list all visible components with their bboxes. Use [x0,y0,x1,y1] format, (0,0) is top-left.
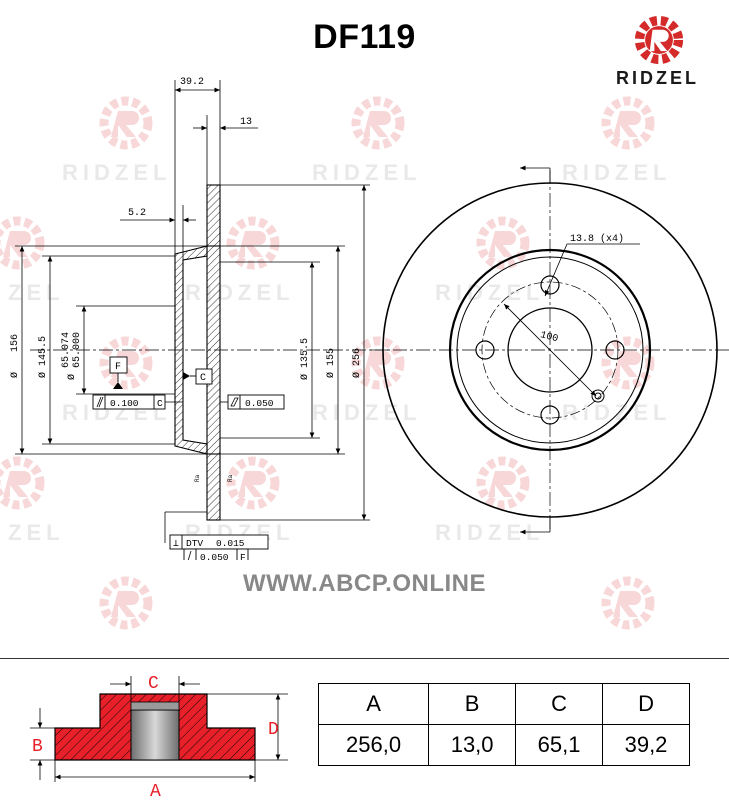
spec-header-cell: A [317,683,430,725]
runout-ref: C [157,398,163,409]
spec-value-cell: 39,2 [602,724,690,766]
watermark-text: RIDZEL [62,160,172,185]
watermark-logo-icon [476,216,530,270]
dim-156: 156 [10,334,21,352]
ridzel-logo-icon [634,15,684,65]
brand-name: RIDZEL [616,68,699,88]
spec-header-row: A B C D [317,683,690,725]
watermark-text: RIDZEL [562,400,672,425]
flatness-value: 0.050 [245,398,274,409]
diam-256-symbol: Ø [351,372,363,378]
diam-65-symbol: Ø [66,374,78,380]
diam-156-symbol: Ø [9,372,21,378]
section-label-b: B [32,737,43,757]
diam-145-5-symbol: Ø [37,372,49,378]
spec-header-cell: B [428,683,517,725]
parallelism-value: 0.050 [200,552,229,560]
spec-header-cell: D [602,683,690,725]
watermark-logo-icon [0,216,45,270]
watermark-text: RIDZEL [185,280,295,305]
spec-header-cell: C [515,683,604,725]
datum-f-label: F [115,362,121,373]
spec-table: A B C D 256,0 13,0 65,1 39,2 [317,683,690,766]
dimension-texts: 39.2 13 5.2 Ø 156 Ø 145.5 Ø 65.074 65.00… [9,77,363,380]
watermark-text: RIDZEL [435,280,545,305]
part-number-title: DF119 [313,18,416,56]
watermark-logo-icon [476,456,530,510]
dim-65-000: 65.000 [72,332,83,368]
dim-39-2: 39.2 [180,77,204,88]
dtv-label: DTV [186,538,203,549]
watermark-logo-icon [226,456,280,510]
section-label-d: D [268,720,279,740]
watermark-logo-icon [99,96,153,150]
locating-hole [591,389,605,403]
section-bore [130,709,180,761]
dim-145-5: 145.5 [38,336,49,366]
section-label-a: A [150,782,161,800]
disc-front-view [370,165,729,535]
spec-value-cell: 13,0 [428,724,517,766]
datum-f-marker: F [109,356,128,389]
watermark-logo-icon [351,336,405,390]
diam-155-symbol: Ø [325,372,337,378]
watermark-logo-icon [99,576,153,630]
surface-mark: Ra [227,474,234,482]
dim-135-5: 135.5 [300,338,311,368]
svg-text:⊥: ⊥ [173,538,179,549]
diam-135-5-symbol: Ø [299,374,311,380]
disc-section-view [174,184,221,521]
divider [0,658,729,659]
spec-value-cell: 256,0 [317,724,430,766]
dimension-lines [15,80,370,521]
website-url: WWW.ABCP.ONLINE [242,570,487,597]
dim-155: 155 [326,348,337,366]
dim-65-074: 65.074 [61,332,72,368]
watermark-text: RIDZEL [312,160,422,185]
watermark-text: ZEL [8,520,65,545]
surface-mark: Ra [194,474,201,482]
runout-value: 0.100 [110,398,139,409]
hole-count-label: 13.8 (x4) [570,233,624,245]
section-label-c: C [148,674,159,694]
dim-13: 13 [240,117,252,128]
watermark-logo-icon [601,96,655,150]
datum-c-marker: C [183,368,213,385]
section-diagram: C B A D [30,674,288,800]
braking-ring-section [206,184,221,521]
watermark-text: RIDZEL [562,160,672,185]
spec-value-cell: 65,1 [515,724,604,766]
dtv-value: 0.015 [216,538,245,549]
parallelism-ref: F [240,552,246,560]
watermark-logo-icon [601,576,655,630]
watermark-logo-icon [226,216,280,270]
dim-5-2: 5.2 [128,208,146,219]
dtv-tolerance-frames: ⊥ DTV 0.015 0.050 F [164,511,269,560]
runout-tolerance-frame: 0.100 C [92,394,183,410]
watermark-logo-icon [351,96,405,150]
pcd-label: 100 [539,330,559,345]
technical-drawing: 39.2 13 5.2 Ø 156 Ø 145.5 Ø 65.074 65.00… [9,77,729,560]
datum-c-label: C [200,373,206,384]
spec-value-row: 256,0 13,0 65,1 39,2 [317,724,690,766]
watermark-logo-icon [0,456,45,510]
flatness-tolerance-frame: 0.050 [220,394,285,410]
dim-256: 256 [352,348,363,366]
